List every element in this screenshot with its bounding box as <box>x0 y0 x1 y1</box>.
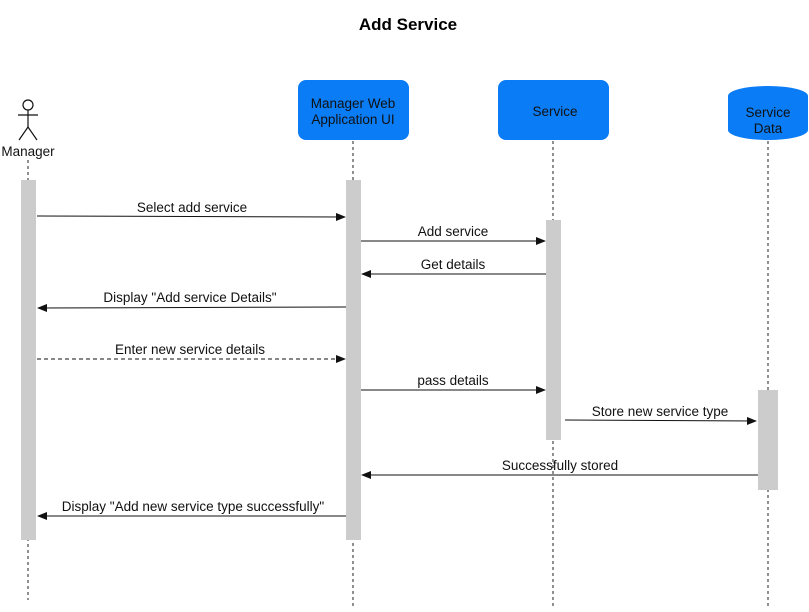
activation-service-data <box>758 390 778 490</box>
message-4: Display "Add service Details" <box>37 290 347 312</box>
message-arrow <box>37 303 347 312</box>
message-5: Enter new service details <box>37 342 346 363</box>
participant-service-box <box>498 80 609 140</box>
message-label: Store new service type <box>592 404 729 419</box>
activation-service <box>546 220 561 440</box>
actor-manager-label: Manager <box>1 144 55 159</box>
participant-ui-box <box>298 80 409 140</box>
actor-manager: Manager <box>1 99 55 159</box>
diagram-title: Add Service <box>359 15 457 34</box>
message-2: Add service <box>361 224 546 245</box>
message-label: Add service <box>418 224 489 239</box>
message-1: Select add service <box>36 200 346 221</box>
participant-service: Service <box>498 80 609 140</box>
message-label: Enter new service details <box>115 342 265 357</box>
message-arrow <box>564 416 757 425</box>
participant-service-label: Service <box>532 104 577 119</box>
message-7: Store new service type <box>564 404 757 425</box>
stick-figure-icon <box>18 99 38 141</box>
message-label: Successfully stored <box>502 458 618 473</box>
message-8: Successfully stored <box>361 458 758 479</box>
message-label: Display "Add new service type successful… <box>62 499 325 514</box>
message-label: Select add service <box>137 200 247 215</box>
participant-ui-label-line2: Application UI <box>311 112 394 127</box>
database-cylinder-icon <box>728 86 808 140</box>
message-9: Display "Add new service type successful… <box>37 499 346 520</box>
participant-ui: Manager Web Application UI <box>298 80 409 140</box>
message-label: pass details <box>417 373 489 388</box>
activation-manager <box>21 180 36 540</box>
participant-service-data-label-line1: Service <box>745 105 790 120</box>
message-3: Get details <box>361 257 546 278</box>
message-label: Display "Add service Details" <box>103 290 276 305</box>
activation-ui <box>346 180 361 540</box>
message-label: Get details <box>421 257 486 272</box>
participant-ui-label-line1: Manager Web <box>311 96 396 111</box>
participant-service-data-label-line2: Data <box>754 121 783 136</box>
message-arrow <box>36 212 346 221</box>
message-6: pass details <box>361 373 546 394</box>
participant-service-data: Service Data <box>728 86 808 140</box>
